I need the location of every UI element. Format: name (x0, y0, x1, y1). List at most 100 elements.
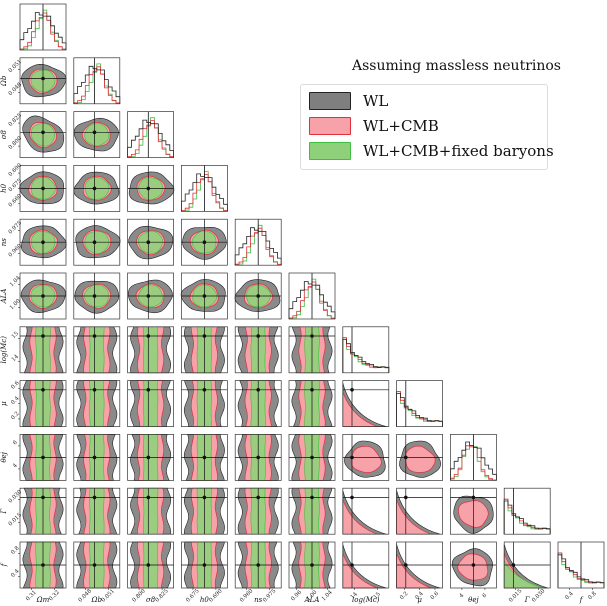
legend-item-wl-cmb: WL+CMB (309, 116, 439, 136)
panel-p6-p1 (73, 326, 121, 374)
truth-point-p7-p2 (146, 388, 151, 392)
panel-p8-p4 (234, 434, 282, 481)
panel-frame-p0-p0 (19, 3, 67, 51)
panel-p2-p1 (73, 111, 121, 158)
histogram-p6-series-2 (342, 337, 390, 373)
histogram-p7-series-2 (396, 391, 443, 427)
panel-p5-p5 (288, 272, 336, 320)
panel-frame-p7-p3 (181, 380, 228, 427)
truth-point-p4-p2 (146, 240, 151, 244)
xtick-label-p2-1: 0.825 (154, 588, 170, 604)
truth-point-p2-p1 (92, 130, 97, 135)
ytick-label-p8-0: 6 (12, 439, 19, 446)
legend-swatch-wl-cmb (309, 117, 351, 135)
ytick-label-p2-1: 0.800 (8, 135, 24, 151)
panel-frame-p7-p2 (127, 380, 174, 427)
panel-p4-p2 (127, 218, 174, 266)
truth-point-p10-p4 (256, 563, 261, 567)
xtick-label-p8-0: 4 (459, 592, 466, 599)
panel-p9-p7 (396, 487, 443, 535)
panel-frame-p4-p1 (73, 218, 121, 266)
truth-point-p3-p2 (146, 186, 151, 191)
truth-point-p6-p2 (146, 334, 151, 338)
truth-point-p3-p1 (92, 186, 97, 191)
panel-frame-p7-p6 (342, 380, 390, 427)
ytick-label-p1-0: 0.051 (8, 59, 23, 74)
panel-frame-p10-p9 (503, 541, 551, 589)
panel-frame-p4-p0 (19, 218, 67, 266)
panel-p5-p2 (127, 272, 174, 320)
xtick-label-p9-0: 0.015 (508, 588, 524, 604)
truth-point-p10-p1 (92, 563, 97, 567)
xlabel-p0: Ωm (36, 596, 50, 604)
panel-p8-p5 (288, 434, 336, 481)
panel-frame-p8-p7 (396, 434, 443, 481)
panel-p8-p1 (73, 434, 121, 481)
panel-frame-p6-p1 (73, 326, 121, 374)
ylabel-p10: f (0, 562, 8, 567)
histogram-p7-series-0 (396, 393, 443, 427)
xlabel-p6: log(Mc) (352, 596, 380, 604)
panel-frame-p8-p6 (342, 434, 390, 481)
ytick-label-p3-0: 0.690 (8, 162, 24, 178)
contour-p9-p2-wl-cmb-fixed (143, 487, 159, 535)
xtick-label-p7-0: 0.2 (399, 591, 409, 601)
panel-frame-p5-p0 (19, 272, 67, 320)
ytick-label-p3-2: 0.660 (8, 193, 24, 209)
panel-p9-p1 (73, 487, 121, 535)
ytick-label-p6-1: 14 (11, 354, 21, 364)
ytick-label-p1-1: 0.048 (8, 81, 24, 97)
ylabel-p3: h0 (0, 183, 8, 193)
panel-frame-p8-p8 (450, 434, 497, 481)
panel-frame-p8-p5 (288, 434, 336, 481)
panel-frame-p7-p5 (288, 380, 336, 427)
panel-p4-p1 (73, 218, 121, 266)
panel-frame-p10-p3 (181, 541, 228, 589)
panel-p5-p3 (180, 272, 228, 320)
panel-p7-p6 (342, 380, 390, 427)
panel-p6-p5 (288, 326, 336, 374)
truth-point-p5-p1 (92, 294, 97, 298)
contour-p6-p2-wl-cmb-fixed (143, 326, 159, 374)
xtick-label-p9-1: 0.030 (531, 588, 547, 604)
contour-p2-p1-wl-cmb-fixed (84, 123, 110, 146)
panel-frame-p9-p7 (396, 487, 443, 535)
xtick-label-p5-0: 0.96 (290, 589, 303, 602)
xtick-label-p1-1: 0.051 (101, 588, 116, 603)
legend-label-wl-cmb-fixed: WL+CMB+fixed baryons (363, 142, 554, 160)
panel-p7-p7 (396, 380, 443, 427)
ylabel-p5: ALA (0, 289, 8, 305)
panel-p8-p3 (181, 434, 228, 481)
xlabel-p7: μ (417, 596, 422, 604)
xlabel-p1: Ωb (91, 596, 103, 604)
panel-p9-p4 (234, 487, 282, 535)
ytick-label-p6-0: 15 (11, 331, 21, 341)
contour-p7-p1-wl-cmb-fixed (89, 380, 105, 427)
panel-p7-p2 (127, 380, 174, 427)
panel-frame-p10-p1 (73, 541, 121, 589)
truth-point-p10-p8 (471, 563, 476, 567)
panel-frame-p10-p10 (557, 541, 605, 589)
panel-frame-p1-p1 (73, 57, 121, 105)
panel-p6-p4 (234, 326, 282, 374)
ylabel-p1: Ωb (0, 75, 8, 87)
contour-p6-p1-wl-cmb-fixed (89, 326, 105, 374)
xtick-label-p0-1: 0.32 (48, 590, 61, 603)
xtick-label-p6-0: 14 (350, 591, 360, 601)
ytick-label-p9-1: 0.015 (8, 512, 24, 528)
ylabel-p4: ns (0, 238, 8, 247)
panel-p1-p1 (73, 57, 121, 105)
xlabel-p5: ALA (304, 596, 320, 604)
truth-point-p5-p2 (146, 294, 151, 298)
ytick-label-p7-1: 0.4 (10, 395, 21, 406)
truth-point-p9-p6 (350, 495, 354, 500)
panel-p9-p9 (503, 487, 551, 535)
